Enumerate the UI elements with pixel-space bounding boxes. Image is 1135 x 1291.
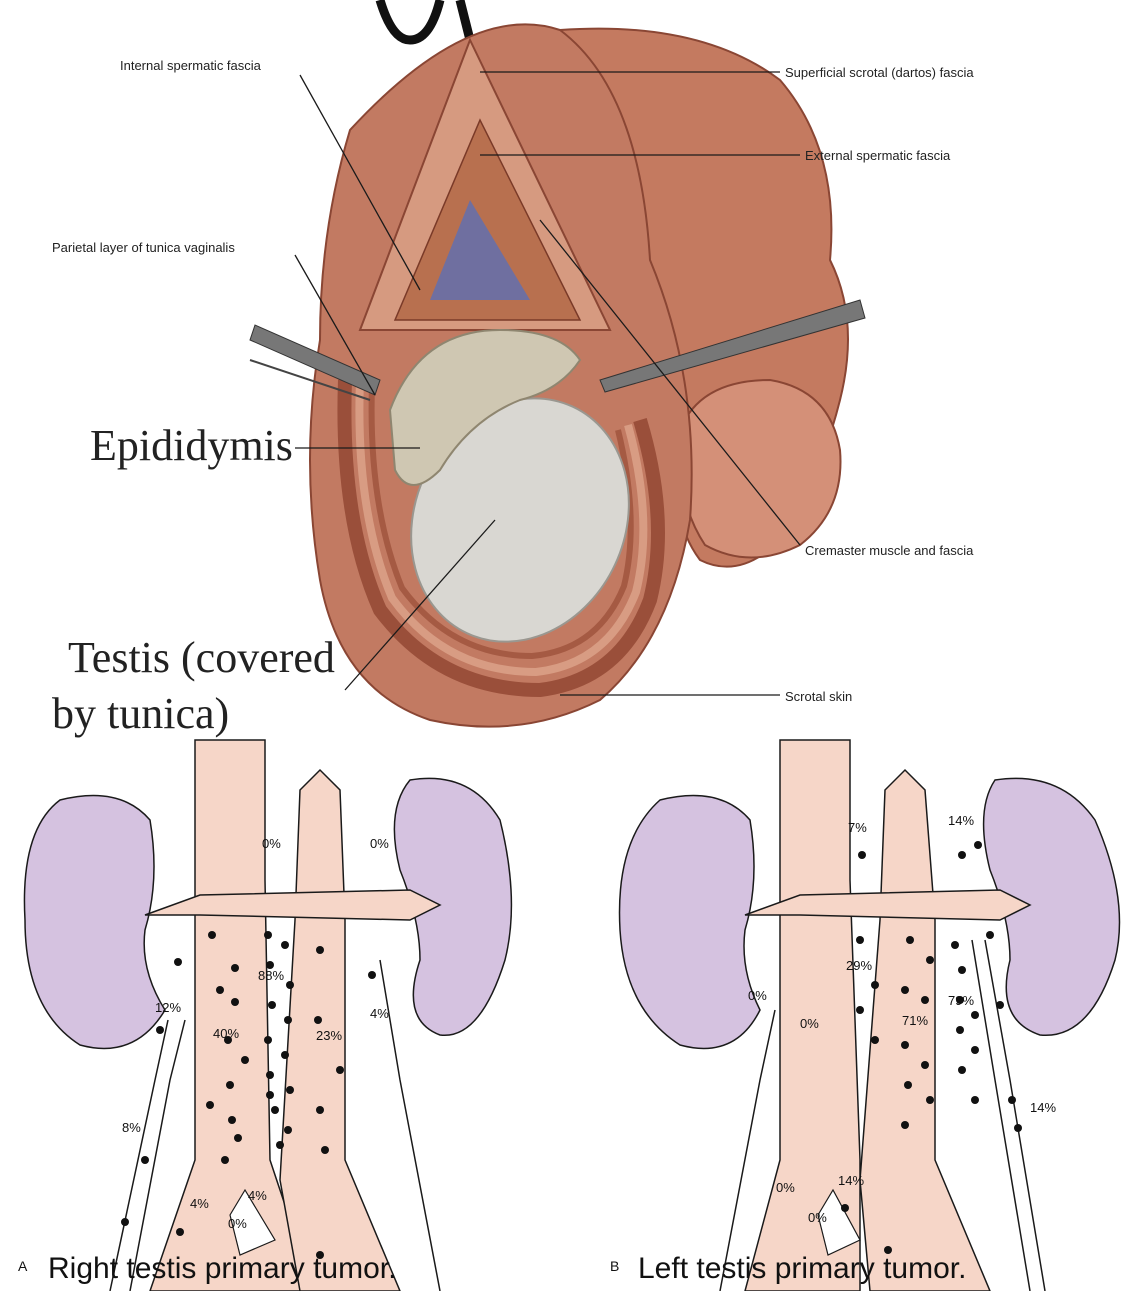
panel-b-caption: Left testis primary tumor. [638, 1252, 966, 1286]
pct-a-right-paracaval: 12% [155, 1000, 181, 1015]
panel-b-lymphatic-diagram: 7% 14% 29% 0% 0% 71% 79% 14% 0% 14% 0% [620, 740, 1120, 1291]
panel-b-aorta [860, 770, 990, 1291]
pct-b-right-common-iliac: 0% [776, 1180, 795, 1195]
pct-b-precaval: 0% [800, 1016, 819, 1031]
label-scrotal-skin: Scrotal skin [785, 689, 852, 704]
pct-a-left-common-iliac: 4% [248, 1188, 267, 1203]
label-testis-line1: Testis (covered [68, 633, 335, 682]
pct-b-right-paracaval: 0% [748, 988, 767, 1003]
pct-b-left-renal-hilum-r: 7% [848, 820, 867, 835]
label-testis-line2: by tunica) [52, 689, 229, 738]
pct-b-left-iliac: 14% [1030, 1100, 1056, 1115]
glans [679, 380, 840, 558]
pct-b-left-common-iliac: 14% [838, 1173, 864, 1188]
pct-b-left-renal-hilum-l: 14% [948, 813, 974, 828]
pct-b-left-paraaortic: 79% [948, 993, 974, 1008]
panel-b-letter: B [610, 1258, 619, 1274]
panel-a-right-kidney [24, 796, 165, 1049]
pct-a-right-iliac: 8% [122, 1120, 141, 1135]
pct-a-left-paraaortic: 4% [370, 1006, 389, 1021]
pct-a-presacral: 0% [228, 1216, 247, 1231]
pct-a-left-renal: 0% [262, 836, 281, 851]
panel-a-letter: A [18, 1258, 27, 1274]
label-external-spermatic: External spermatic fascia [805, 148, 951, 163]
panel-a-renal-veins [145, 890, 440, 920]
label-parietal: Parietal layer of tunica vaginalis [52, 240, 235, 255]
scrotal-anatomy-illustration: Internal spermatic fascia Superficial sc… [52, 24, 974, 738]
pct-a-preaortic: 23% [316, 1028, 342, 1043]
label-epididymis: Epididymis [90, 421, 293, 470]
pct-a-precaval: 40% [213, 1026, 239, 1041]
pct-a-right-common-iliac: 4% [190, 1196, 209, 1211]
label-cremaster: Cremaster muscle and fascia [805, 543, 974, 558]
label-internal-spermatic: Internal spermatic fascia [120, 58, 262, 73]
label-dartos: Superficial scrotal (dartos) fascia [785, 65, 974, 80]
pct-b-preaortic: 71% [902, 1013, 928, 1028]
pct-a-interaorto: 88% [258, 968, 284, 983]
panel-a-lymphatic-diagram: 0% 0% 88% 12% 40% 23% 4% 8% 4% 4% 0% [24, 740, 511, 1291]
pct-b-interaorto: 29% [846, 958, 872, 973]
panel-b-right-kidney [620, 796, 761, 1049]
cropped-heading-fragment [380, 0, 470, 40]
panel-a-right-gonadal-2 [110, 1020, 168, 1291]
panel-a-caption: Right testis primary tumor. [48, 1252, 396, 1286]
pct-b-presacral: 0% [808, 1210, 827, 1225]
pct-a-right-renal: 0% [370, 836, 389, 851]
